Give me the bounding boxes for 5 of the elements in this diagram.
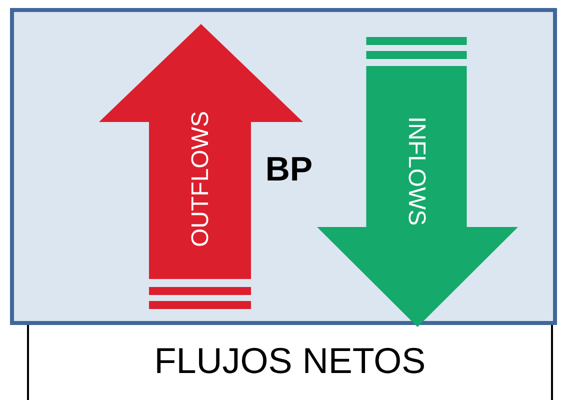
panel: [10, 8, 557, 325]
arrow-label: INFLOWS: [402, 116, 430, 226]
arrow-label: OUTFLOWS: [187, 111, 215, 247]
panel-label: BP: [265, 150, 313, 190]
text-box: FLUJOS NETOS: [27, 325, 553, 400]
